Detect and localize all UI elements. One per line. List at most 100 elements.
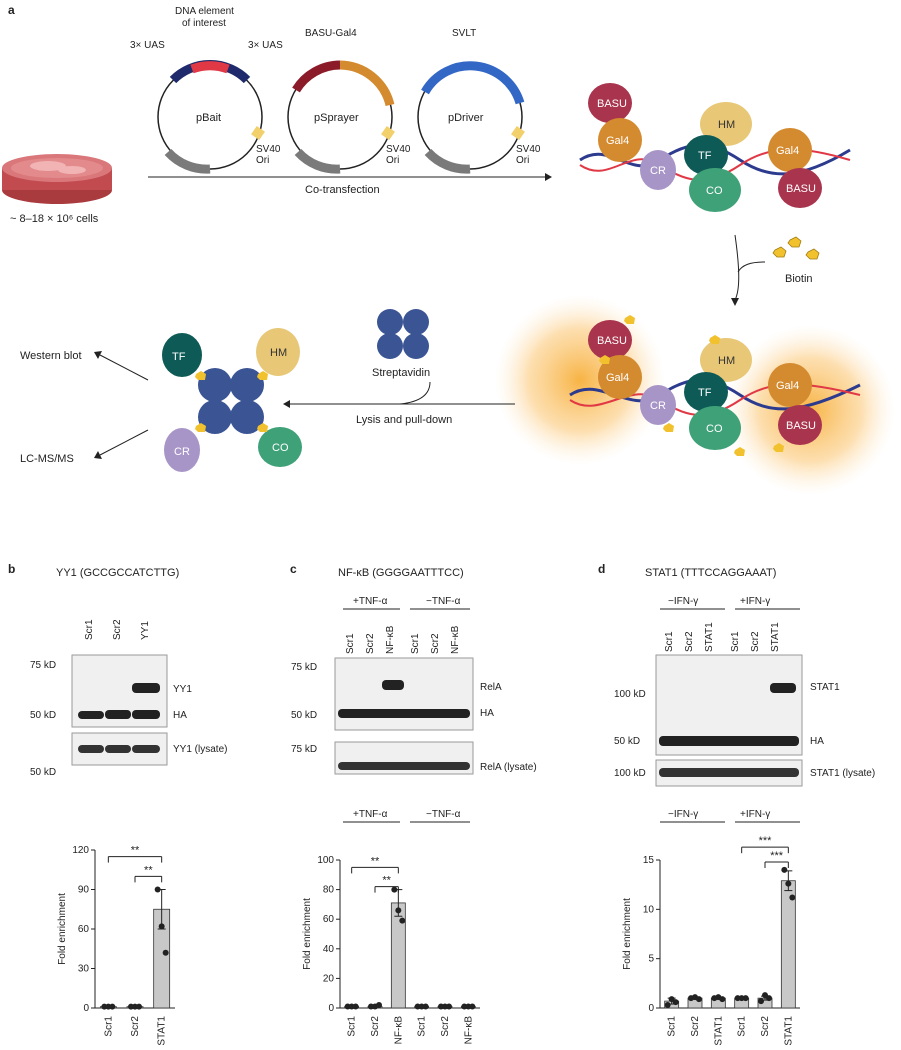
band-ha bbox=[105, 710, 131, 719]
y-tick-label: 120 bbox=[72, 845, 89, 856]
condition-label: −IFN-γ bbox=[668, 809, 698, 820]
gal4-blob bbox=[598, 118, 642, 162]
plasmid-psprayer: pSprayer bbox=[287, 60, 395, 174]
x-tick-label: Scr1 bbox=[103, 1016, 114, 1037]
x-tick-label: Scr1 bbox=[417, 1016, 428, 1037]
plasmid-name-pbait: pBait bbox=[196, 112, 221, 124]
y-tick-label: 20 bbox=[323, 973, 335, 984]
mw-marker: 50 kD bbox=[30, 710, 56, 721]
x-tick-label: Scr1 bbox=[667, 1016, 678, 1037]
band-rela bbox=[382, 680, 404, 690]
data-point bbox=[789, 894, 796, 901]
mw-marker: 50 kD bbox=[614, 736, 640, 747]
significance-label: ** bbox=[131, 845, 140, 857]
blot-c-main bbox=[334, 657, 474, 731]
mw-marker: 100 kD bbox=[614, 689, 646, 700]
panel-c-lane-labels: Scr1 Scr2 NF-κB Scr1 Scr2 NF-κB bbox=[345, 625, 461, 654]
blob-label-co: CO bbox=[706, 185, 723, 197]
lysate-label: YY1 (lysate) bbox=[173, 744, 227, 755]
data-point bbox=[758, 998, 764, 1005]
significance-label: ** bbox=[382, 875, 391, 887]
blob-label-basu-4: BASU bbox=[786, 420, 816, 432]
y-tick-label: 5 bbox=[648, 954, 654, 965]
lane-label: STAT1 bbox=[770, 622, 781, 652]
plasmid-pdriver: pDriver bbox=[417, 61, 525, 174]
lane-label: Scr2 bbox=[365, 633, 376, 654]
biotin-icon bbox=[772, 236, 820, 260]
x-tick-label: Scr2 bbox=[370, 1016, 381, 1037]
sv40-label-1: SV40 bbox=[256, 144, 281, 155]
y-axis-label: Fold enrichment bbox=[302, 898, 313, 970]
uas-right-label: 3× UAS bbox=[248, 40, 283, 51]
significance-label: *** bbox=[770, 850, 784, 862]
x-tick-label: Scr2 bbox=[760, 1016, 771, 1037]
blob-label-cr: CR bbox=[650, 165, 666, 177]
blob-label-co-2: CO bbox=[706, 423, 723, 435]
x-tick-label: Scr1 bbox=[737, 1016, 748, 1037]
data-point bbox=[154, 886, 161, 893]
petri-dish-icon bbox=[2, 154, 112, 204]
biotin-arrow bbox=[734, 234, 740, 301]
data-point bbox=[446, 1003, 452, 1010]
y-tick-label: 80 bbox=[323, 885, 335, 896]
x-tick-label: Scr1 bbox=[347, 1016, 358, 1037]
data-point bbox=[422, 1003, 429, 1010]
blob-label-tf: TF bbox=[698, 150, 712, 162]
blob-label-basu-2: BASU bbox=[786, 183, 816, 195]
uas-left-label: 3× UAS bbox=[130, 40, 165, 51]
data-point bbox=[395, 907, 402, 914]
y-tick-label: 100 bbox=[317, 855, 334, 866]
significance-label: ** bbox=[144, 864, 153, 876]
lane-label: Scr1 bbox=[664, 631, 675, 652]
protein-complex-top: BASU Gal4 CR HM TF CO Gal4 BASU bbox=[579, 83, 851, 212]
lysis-label: Lysis and pull-down bbox=[356, 414, 452, 426]
co-blob bbox=[689, 168, 741, 212]
band-label: STAT1 bbox=[810, 682, 840, 693]
lane-label: NF-κB bbox=[450, 625, 461, 654]
data-point bbox=[781, 866, 788, 873]
condition-label: +TNF-α bbox=[353, 809, 388, 820]
data-point bbox=[162, 949, 169, 956]
data-point bbox=[399, 917, 406, 924]
lane-label: Scr1 bbox=[345, 633, 356, 654]
x-tick-label: Scr2 bbox=[440, 1016, 451, 1037]
x-tick-label: NF-κB bbox=[463, 1016, 474, 1045]
y-tick-label: 0 bbox=[328, 1003, 334, 1014]
blob-label-hm: HM bbox=[718, 119, 735, 131]
y-tick-label: 40 bbox=[323, 944, 335, 955]
condition-label: +IFN-γ bbox=[740, 809, 770, 820]
panel-b-lane-labels: Scr1 Scr2 YY1 bbox=[84, 619, 151, 640]
band-lysate-strip bbox=[338, 762, 470, 770]
plasmid-pbait: pBait bbox=[157, 60, 265, 174]
basu-gal4-label: BASU-Gal4 bbox=[305, 28, 357, 39]
lane-label: Scr2 bbox=[750, 631, 761, 652]
band-yy1 bbox=[132, 683, 160, 693]
data-point bbox=[376, 1002, 382, 1009]
hm-blob bbox=[700, 102, 752, 146]
blob-label-co-3: CO bbox=[272, 442, 289, 454]
data-point bbox=[469, 1003, 476, 1010]
data-point bbox=[664, 1002, 671, 1009]
band-ha bbox=[132, 710, 160, 719]
mw-marker: 100 kD bbox=[614, 768, 646, 779]
band-label: HA bbox=[480, 708, 494, 719]
y-tick-label: 15 bbox=[643, 855, 655, 866]
panel-d-title: STAT1 (TTTCCAGGAAAT) bbox=[645, 567, 776, 579]
lane-label: Scr2 bbox=[684, 631, 695, 652]
basu-blob-2 bbox=[778, 168, 822, 208]
y-axis-label: Fold enrichment bbox=[622, 898, 633, 970]
blob-label-basu-3: BASU bbox=[597, 335, 627, 347]
condition-label: −TNF-α bbox=[426, 809, 461, 820]
x-tick-label: STAT1 bbox=[713, 1016, 724, 1046]
y-axis-label: Fold enrichment bbox=[57, 893, 68, 965]
ori-label-3: Ori bbox=[516, 155, 529, 166]
ori-label-2: Ori bbox=[386, 155, 399, 166]
band-label: HA bbox=[810, 736, 824, 747]
band-label: HA bbox=[173, 710, 187, 721]
lcms-arrow bbox=[99, 429, 149, 456]
pulldown-complex: TF HM CR CO bbox=[162, 328, 302, 472]
y-tick-label: 0 bbox=[648, 1003, 654, 1014]
mw-marker: 50 kD bbox=[30, 767, 56, 778]
cell-count-label: ~ 8–18 × 10⁶ cells bbox=[10, 213, 99, 225]
